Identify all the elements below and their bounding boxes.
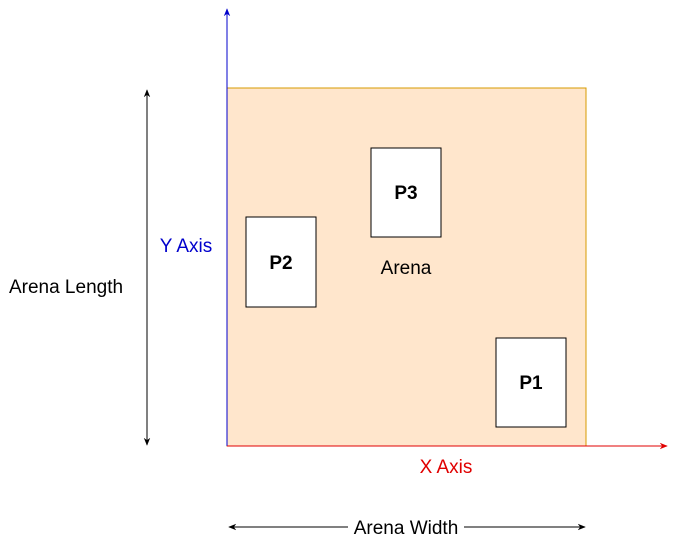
player-box-p1: P1 (495, 337, 567, 428)
player-label-p3: P3 (394, 183, 417, 204)
player-box-p2: P2 (245, 216, 317, 308)
x-axis-label: X Axis (420, 457, 473, 478)
arena-length-label: Arena Length (9, 277, 123, 298)
y-axis-label: Y Axis (160, 236, 212, 257)
player-label-p1: P1 (519, 373, 543, 394)
arena-width-label: Arena Width (354, 518, 459, 539)
player-label-p2: P2 (269, 253, 292, 274)
arena-length-label-bg (0, 272, 135, 300)
player-box-p3: P3 (370, 147, 442, 238)
arena-width-label-bg (348, 515, 464, 539)
arena-label: Arena (381, 258, 432, 279)
